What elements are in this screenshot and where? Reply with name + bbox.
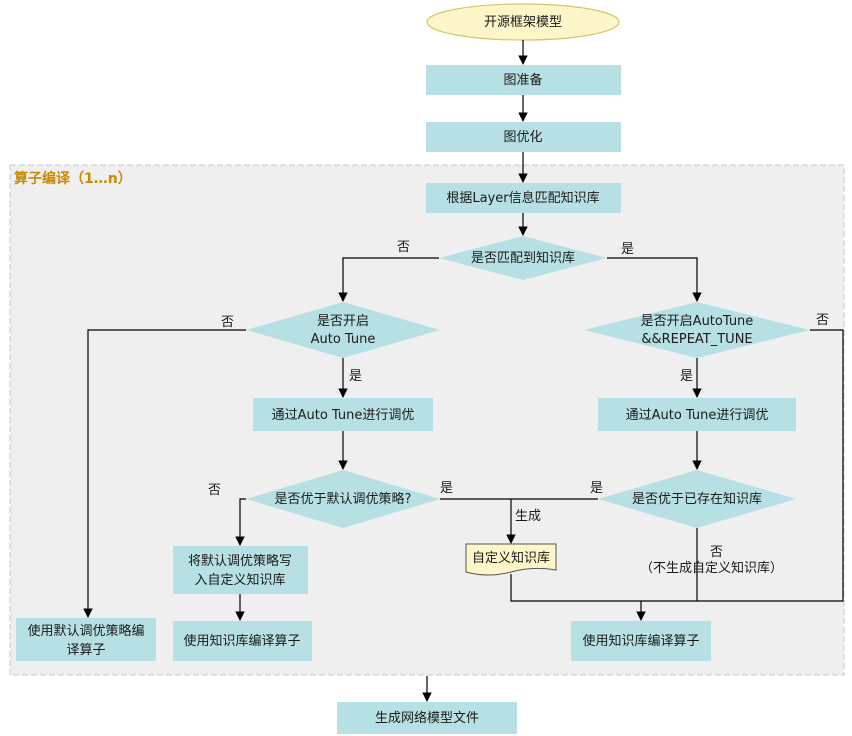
edge-label-repeat-yes: 是	[680, 369, 693, 384]
compile-kb-right-box	[571, 621, 711, 661]
write-custom-kb-label-1: 将默认调优策略写	[188, 553, 292, 569]
edge-label-matched-yes: 是	[621, 242, 634, 257]
graph-opt-box	[426, 122, 621, 152]
edge-label-better-default-no: 否	[208, 483, 221, 498]
edge-custom-kb-merge	[510, 574, 697, 602]
edge-label-repeat-no: 否	[816, 313, 829, 328]
generate-file-box	[337, 702, 517, 734]
start-label: 开源框架模型	[484, 15, 562, 30]
custom-kb-label: 自定义知识库	[472, 550, 550, 566]
custom-kb-document	[465, 543, 557, 576]
edge-label-autotune-no: 否	[221, 315, 234, 330]
edge-label-better-existing-no: 否	[710, 545, 723, 560]
auto-tune-repeat-label-1: 是否开启AutoTune	[641, 314, 754, 329]
edge-autotune-no	[83, 329, 246, 618]
auto-tune-enabled-decision	[246, 302, 440, 358]
write-custom-kb-label-2: 入自定义知识库	[194, 572, 285, 588]
auto-tune-repeat-decision	[584, 302, 810, 358]
tune-right-box	[598, 398, 796, 431]
edge-label-autotune-yes: 是	[349, 369, 362, 384]
match-kb-box	[426, 183, 621, 213]
edge-label-generate: 生成	[515, 509, 541, 524]
tune-left-label: 通过Auto Tune进行调优	[272, 408, 415, 423]
edge-label-better-existing-yes: 是	[590, 481, 603, 496]
auto-tune-repeat-label-2: &&REPEAT_TUNE	[641, 332, 752, 347]
write-custom-kb-box	[173, 546, 308, 594]
edge-label-no-generate-note: （不生成自定义知识库）	[640, 560, 783, 576]
better-than-default-decision	[246, 470, 440, 528]
better-than-existing-decision	[598, 470, 796, 528]
compile-kb-left-box	[173, 621, 312, 661]
group-label: 算子编译（1…n）	[14, 170, 132, 187]
edge-better-default-no	[235, 498, 246, 546]
edge-label-better-default-yes: 是	[440, 481, 453, 496]
graph-prep-label: 图准备	[503, 72, 542, 88]
edge-repeat-no	[697, 329, 844, 602]
edge-matched-no	[338, 257, 439, 302]
compile-kb-right-label: 使用知识库编译算子	[582, 633, 699, 649]
compile-default-label-2: 译算子	[66, 643, 105, 658]
auto-tune-enabled-label-2: Auto Tune	[311, 332, 376, 347]
compile-default-box	[16, 618, 156, 661]
tune-right-label: 通过Auto Tune进行调优	[626, 408, 769, 423]
match-kb-label: 根据Layer信息匹配知识库	[446, 190, 599, 206]
is-matched-label: 是否匹配到知识库	[471, 250, 575, 266]
edge-label-matched-no: 否	[397, 240, 410, 255]
generate-file-label: 生成网络模型文件	[375, 710, 479, 726]
compile-kb-left-label: 使用知识库编译算子	[183, 633, 300, 649]
better-than-default-label: 是否优于默认调优策略?	[275, 491, 412, 507]
compile-default-label-1: 使用默认调优策略编	[27, 623, 144, 639]
better-than-existing-label: 是否优于已存在知识库	[632, 491, 762, 507]
edge-matched-yes	[607, 257, 702, 302]
is-matched-decision	[439, 236, 607, 280]
tune-left-box	[253, 398, 433, 431]
graph-prep-box	[426, 65, 621, 95]
auto-tune-enabled-label-1: 是否开启	[317, 314, 369, 329]
graph-opt-label: 图优化	[503, 130, 542, 145]
